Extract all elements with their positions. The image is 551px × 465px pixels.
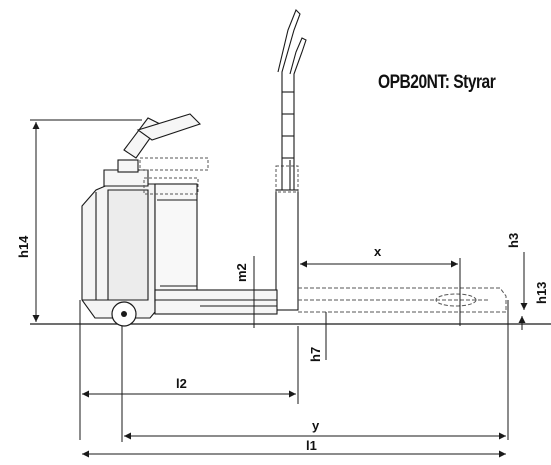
reference-lines (30, 119, 509, 442)
backrest (277, 9, 307, 190)
mast (275, 160, 299, 311)
label-l2: l2 (176, 376, 187, 391)
platform (154, 289, 278, 315)
label-l1: l1 (306, 438, 317, 453)
mast-top-dashed (275, 165, 299, 193)
label-y: y (312, 418, 320, 433)
forks (298, 287, 507, 313)
label-h7: h7 (308, 347, 323, 362)
label-x: x (374, 244, 382, 259)
label-h13: h13 (534, 282, 549, 304)
label-h14: h14 (16, 235, 31, 258)
tiller-dashed (139, 157, 209, 195)
label-m2: m2 (234, 263, 249, 282)
label-h3: h3 (506, 233, 521, 248)
diagram-title: OPB20NT: Styrar (378, 72, 496, 93)
tiller-head (103, 113, 202, 187)
